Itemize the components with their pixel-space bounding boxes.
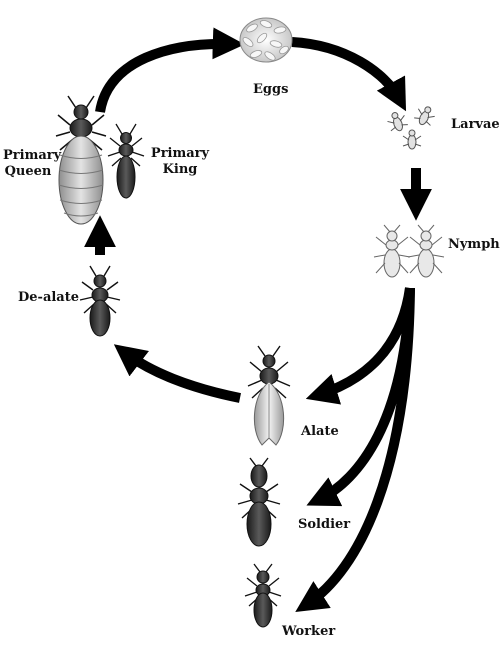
label-primary-king-line2: King bbox=[162, 162, 198, 177]
worker-image bbox=[244, 563, 282, 628]
arrow-queen-to-eggs bbox=[95, 27, 245, 114]
cycle-arrows bbox=[83, 27, 433, 612]
dealate-image bbox=[79, 265, 121, 337]
label-larvae: Larvae bbox=[451, 117, 500, 132]
soldier-image bbox=[237, 457, 281, 547]
primary-queen-image bbox=[55, 95, 107, 225]
label-soldier: Soldier bbox=[298, 517, 351, 532]
alate-image bbox=[247, 345, 291, 446]
label-primary-king: Primary King bbox=[150, 146, 210, 178]
label-primary-king-line1: Primary bbox=[150, 146, 210, 161]
eggs-cluster-image bbox=[239, 17, 293, 63]
nymphs-image bbox=[373, 224, 445, 278]
larvae-image bbox=[387, 106, 435, 150]
label-worker: Worker bbox=[282, 624, 336, 639]
label-nymphs: Nymphs bbox=[448, 237, 500, 252]
arrow-eggs-to-larvae bbox=[291, 37, 407, 112]
primary-king-image bbox=[107, 123, 145, 199]
label-alate: Alate bbox=[301, 424, 339, 439]
arrow-alate-to-dealate bbox=[113, 344, 241, 403]
label-primary-queen: Primary Queen bbox=[3, 148, 62, 180]
label-primary-queen-line1: Primary bbox=[3, 148, 62, 163]
label-eggs: Eggs bbox=[253, 82, 289, 97]
arrow-nymphs-to-worker bbox=[295, 287, 415, 612]
label-dealate: De-alate bbox=[18, 290, 80, 305]
label-primary-queen-line2: Queen bbox=[4, 164, 52, 179]
